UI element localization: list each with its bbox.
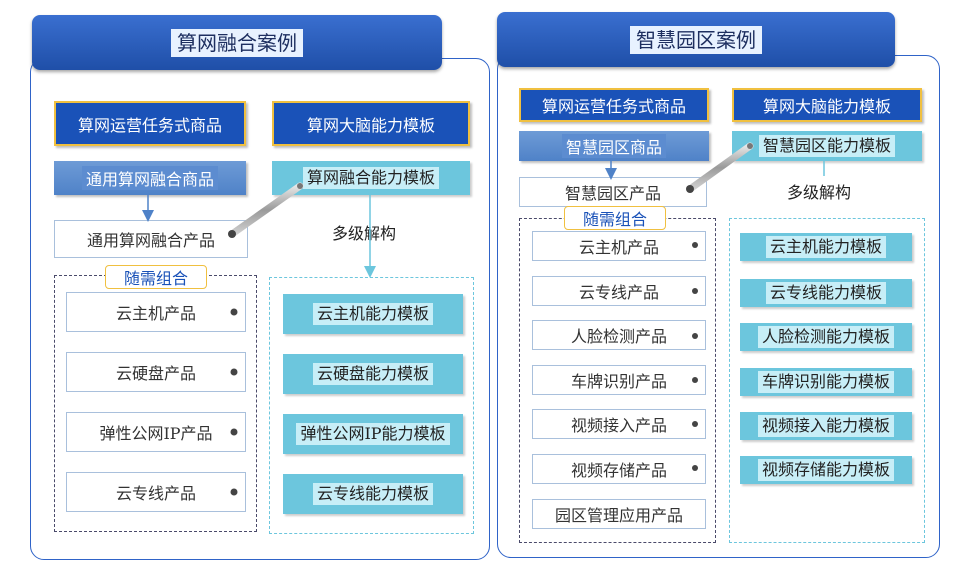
left-row-product: 弹性公网IP产品 — [66, 412, 246, 452]
right-row-template-label: 视频接入能力模板 — [757, 415, 894, 437]
left-row-product: 云主机产品 — [66, 292, 246, 332]
right-row-link-dot — [692, 377, 698, 383]
left-title: 算网融合案例 — [171, 28, 303, 57]
left-row-link-dot — [230, 488, 238, 496]
right-row-template-label: 云主机能力模板 — [765, 236, 886, 258]
left-template-box: 算网融合能力模板 — [272, 161, 470, 195]
left-header-template: 算网大脑能力模板 — [272, 101, 470, 146]
right-title: 智慧园区案例 — [630, 25, 762, 54]
right-row-template: 云专线能力模板 — [740, 279, 912, 307]
right-row-link-dot — [692, 333, 698, 339]
right-commodity-label: 智慧园区商品 — [561, 134, 666, 158]
right-row-template: 视频接入能力模板 — [740, 412, 912, 440]
right-combine-tag: 随需组合 — [564, 206, 666, 230]
right-header-template: 算网大脑能力模板 — [732, 88, 922, 122]
left-diagonal-dot — [297, 183, 303, 189]
right-row-template-label: 视频存储能力模板 — [757, 459, 894, 481]
left-row-template-label: 弹性公网IP能力模板 — [296, 423, 450, 445]
left-row-product: 云专线产品 — [66, 472, 246, 512]
left-row-template-label: 云专线能力模板 — [312, 483, 433, 505]
left-row-template: 云主机能力模板 — [283, 294, 463, 334]
left-row-template: 云硬盘能力模板 — [283, 354, 463, 394]
left-row-link-dot — [230, 428, 238, 436]
right-row-template-label: 云专线能力模板 — [765, 282, 886, 304]
right-row-template-label: 人脸检测能力模板 — [757, 326, 894, 348]
left-title-bar: 算网融合案例 — [32, 15, 442, 70]
right-row-template-label: 车牌识别能力模板 — [757, 371, 894, 393]
left-header-commodity: 算网运营任务式商品 — [54, 101, 246, 146]
right-row-link-dot — [692, 288, 698, 294]
right-commodity-box: 智慧园区商品 — [519, 131, 709, 161]
right-header-commodity: 算网运营任务式商品 — [519, 88, 709, 122]
right-diagonal-dot — [686, 185, 694, 193]
left-row-template: 云专线能力模板 — [283, 474, 463, 514]
right-row-product: 车牌识别产品 — [532, 365, 706, 395]
right-row-product: 云主机产品 — [532, 231, 706, 261]
right-diagonal-dot — [747, 143, 753, 149]
right-product-box: 智慧园区产品 — [519, 177, 707, 207]
right-diagonal-link — [686, 142, 754, 193]
right-row-product: 人脸检测产品 — [532, 320, 706, 350]
right-row-product: 云专线产品 — [532, 276, 706, 306]
left-commodity-box: 通用算网融合商品 — [54, 161, 246, 195]
right-extra-product: 园区管理应用产品 — [532, 499, 706, 529]
left-commodity-label: 通用算网融合商品 — [81, 166, 218, 190]
left-row-product: 云硬盘产品 — [66, 352, 246, 392]
left-combine-tag: 随需组合 — [105, 265, 207, 289]
left-diagonal-dot — [228, 230, 236, 238]
left-row-link-dot — [230, 368, 238, 376]
right-template-box: 智慧园区能力模板 — [732, 131, 922, 161]
right-row-links — [692, 242, 748, 471]
right-title-bar: 智慧园区案例 — [497, 12, 895, 67]
right-row-product: 视频存储产品 — [532, 454, 706, 484]
left-row-template-label: 云硬盘能力模板 — [312, 363, 433, 385]
left-row-links — [230, 308, 289, 496]
left-decompose-label: 多级解构 — [332, 224, 397, 243]
right-row-template: 云主机能力模板 — [740, 233, 912, 261]
right-template-label: 智慧园区能力模板 — [758, 135, 895, 157]
right-decompose-label: 多级解构 — [787, 183, 852, 202]
right-row-link-dot — [692, 465, 698, 471]
left-product-box: 通用算网融合产品 — [54, 220, 248, 258]
right-row-template: 人脸检测能力模板 — [740, 323, 912, 351]
right-row-template: 车牌识别能力模板 — [740, 368, 912, 396]
right-row-template: 视频存储能力模板 — [740, 456, 912, 484]
left-row-link-dot — [230, 308, 238, 316]
left-diagonal-link — [228, 182, 304, 238]
right-row-link-dot — [692, 421, 698, 427]
right-row-link-dot — [692, 242, 698, 248]
left-row-template-label: 云主机能力模板 — [312, 303, 433, 325]
left-row-template: 弹性公网IP能力模板 — [283, 414, 463, 454]
left-template-label: 算网融合能力模板 — [302, 167, 439, 189]
